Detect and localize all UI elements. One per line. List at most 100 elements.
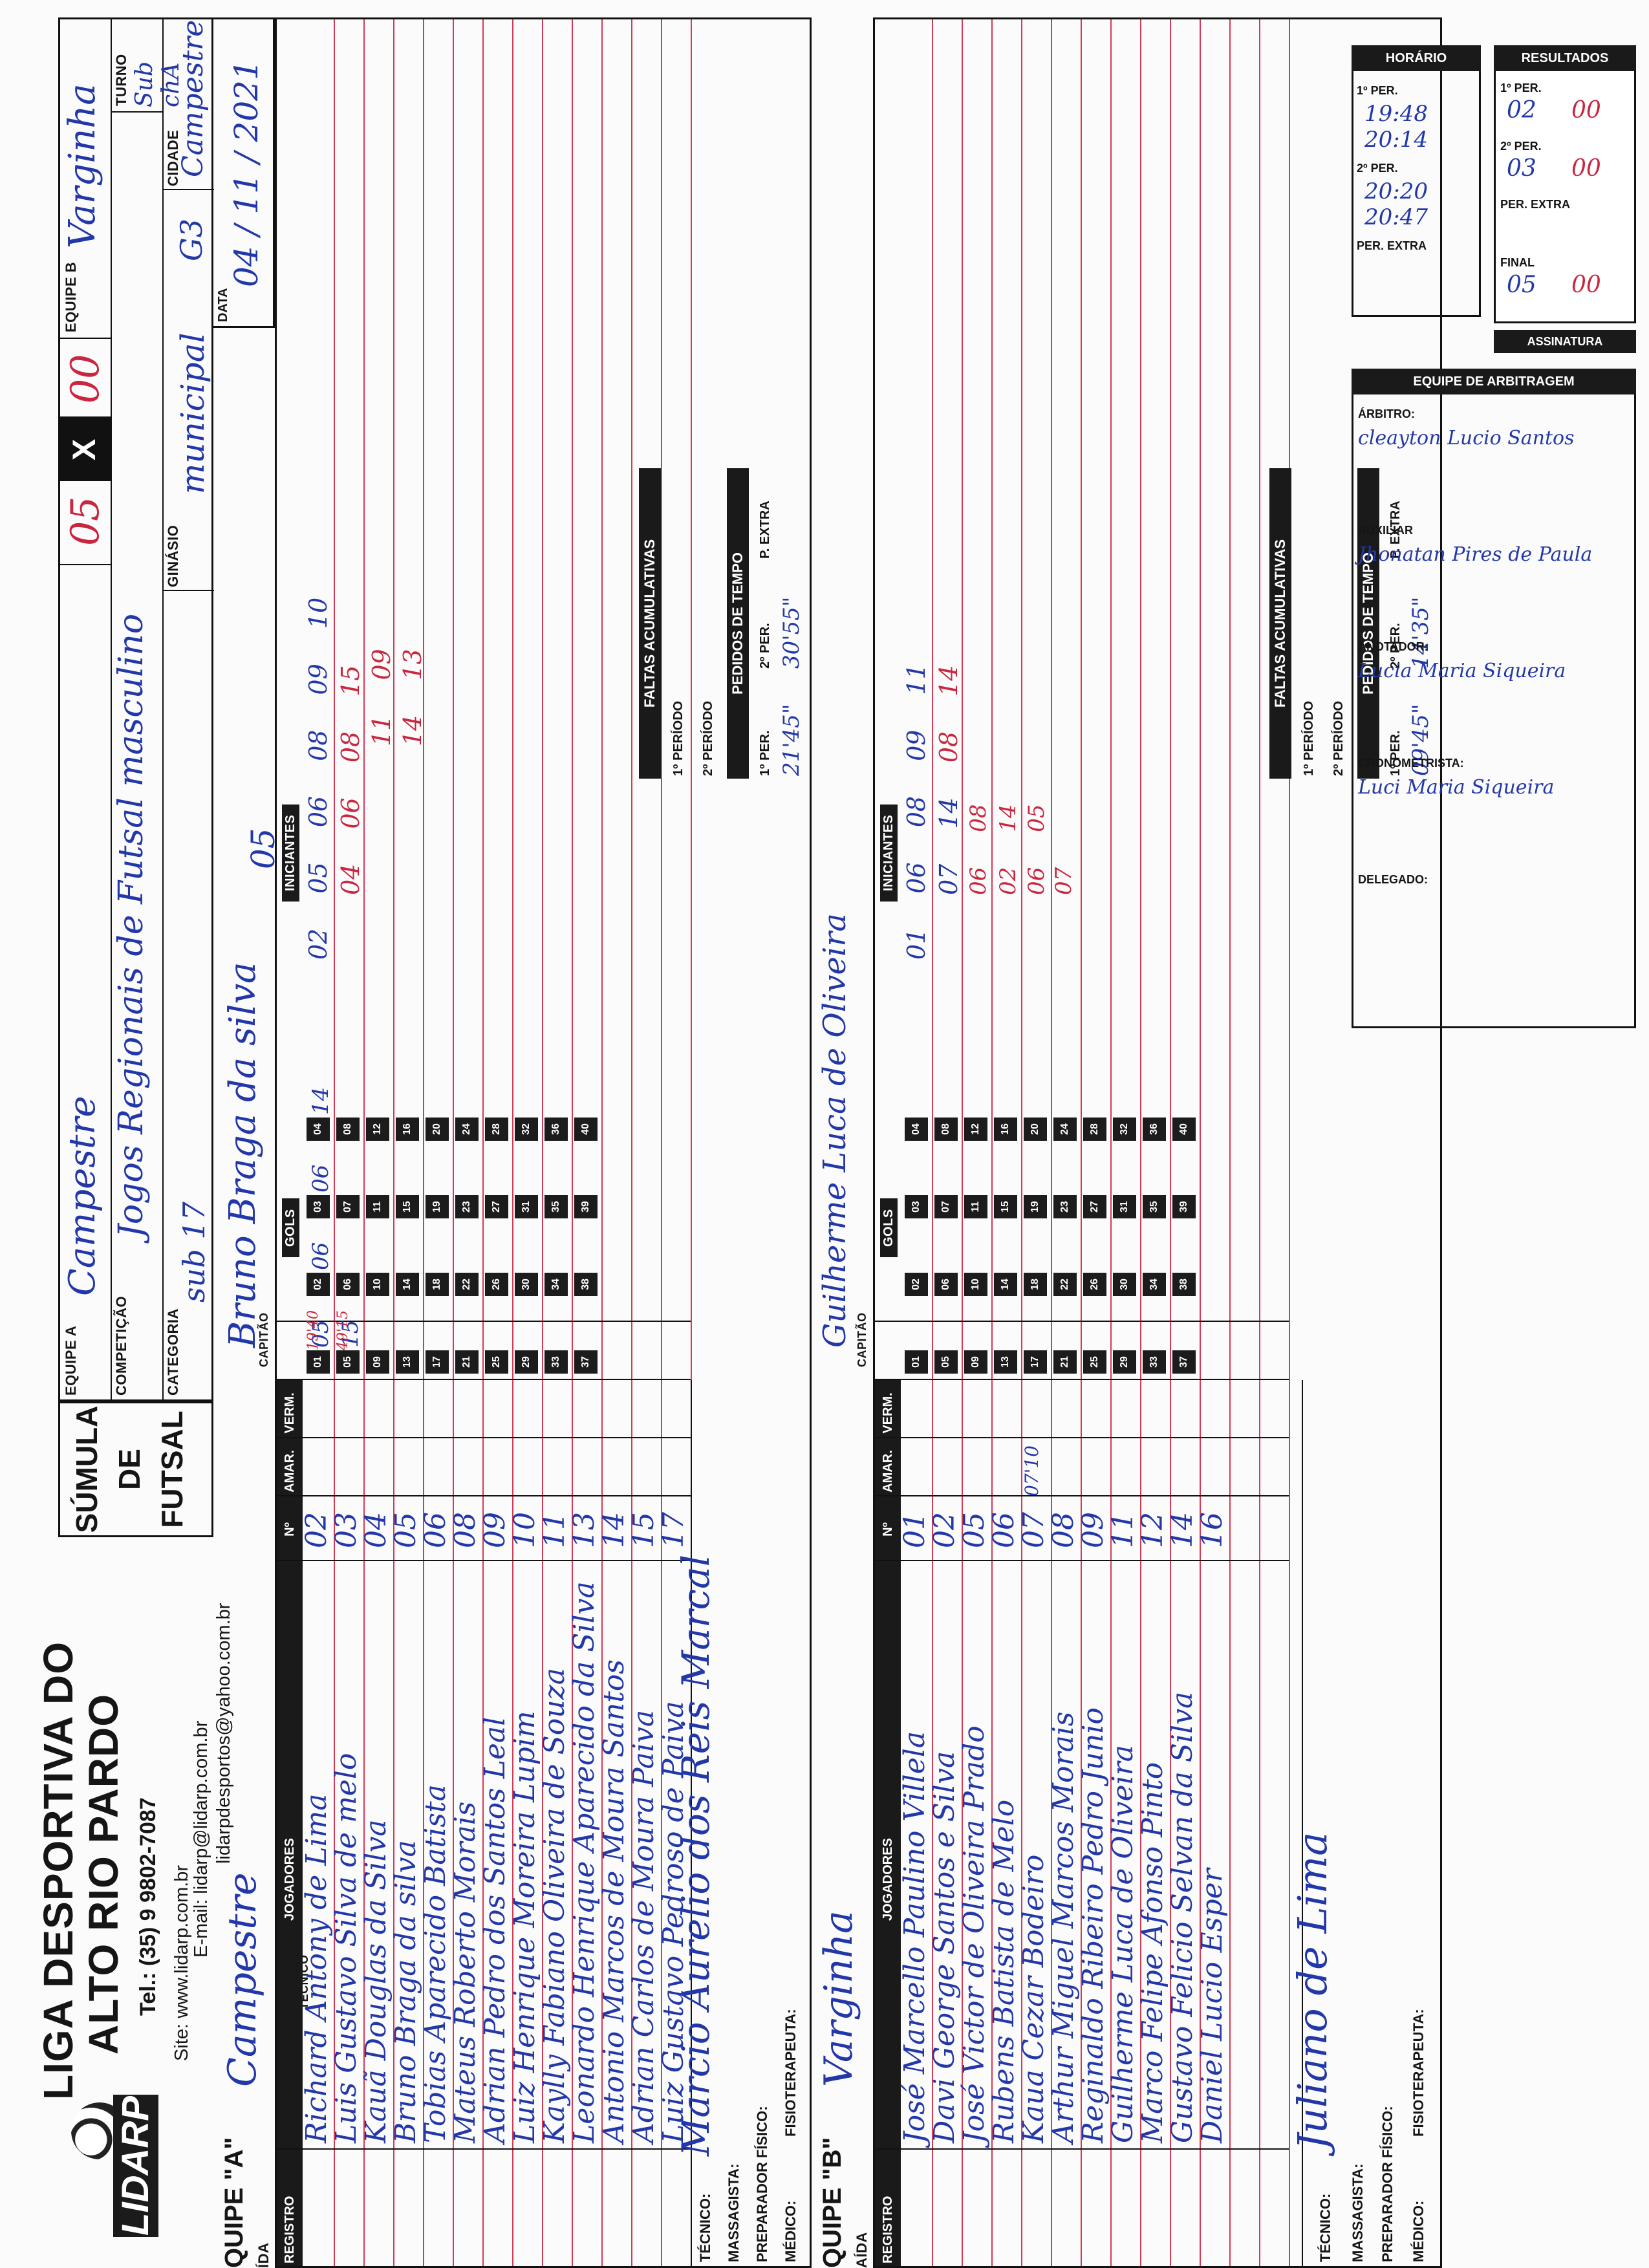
player-number: 11: [538, 1512, 571, 1548]
team-b-capitao-label: CAPITÃO: [856, 1312, 868, 1368]
team-a-label: QUIPE "A": [220, 2137, 248, 2268]
iniciante: 07: [1051, 867, 1077, 895]
player-number: 17: [657, 1512, 690, 1548]
horario-termino: 20:14: [1364, 127, 1428, 153]
goal-number-cell: 18: [426, 1273, 449, 1296]
turno-label: TURNO: [113, 54, 129, 106]
horario-row-label: 2º PER.: [1357, 162, 1398, 175]
iniciante: 08: [934, 731, 963, 763]
arbitro-role: CRONOMETRISTA:: [1358, 757, 1464, 770]
goal-number-cell: 40: [574, 1118, 598, 1141]
goal-number-cell: 27: [485, 1195, 508, 1218]
player-number: 02: [928, 1512, 961, 1548]
player-number: 14: [1166, 1512, 1199, 1548]
logo-text: LIDARP: [113, 2095, 158, 2237]
goal-number-cell: 24: [1053, 1118, 1077, 1141]
amar-col: AMAR.: [282, 1450, 297, 1493]
massagista-label: MASSAGISTA:: [726, 2163, 742, 2262]
goal-number-cell: 05: [934, 1350, 958, 1374]
team-b-iniciantes-row6: 07: [1051, 867, 1077, 895]
goal-number-cell: 38: [1172, 1273, 1196, 1296]
player-name: Marco Felipe Afonso Pinto: [1136, 1762, 1169, 2143]
team-b-header: REGISTRO JOGADORES Nº AMAR. VERM.: [875, 1380, 901, 2266]
player-name: Mateus Roberto Morais: [449, 1801, 482, 2143]
team-b-label: QUIPE "B": [818, 2137, 846, 2268]
resultado-a: 02: [1507, 97, 1536, 124]
team-a-goal-times: 19'40 49'15: [305, 1310, 352, 1350]
goal-number-cell: 02: [905, 1273, 928, 1296]
player-number: 05: [389, 1512, 422, 1548]
team-b-iniciantes-row3: 0608: [965, 804, 991, 895]
goal-number-cell: 01: [905, 1350, 928, 1374]
faltas-p1: 1º PERÍODO: [671, 700, 685, 776]
pedidos-title: PEDIDOS DE TEMPO: [727, 468, 749, 779]
column-divider: [875, 2148, 1289, 2150]
player-number: 15: [627, 1512, 660, 1548]
goal-number-cell: 15: [994, 1195, 1017, 1218]
pedido-time-2: 30'55": [779, 596, 804, 669]
arbitro-role: DELEGADO:: [1358, 873, 1428, 886]
team-a-iniciantes-label: INICIANTES: [282, 804, 299, 902]
goal-number-cell: 21: [1053, 1350, 1077, 1374]
equipe-a-label: EQUIPE A: [63, 1325, 79, 1396]
iniciante: 15: [336, 665, 365, 697]
player-name: Luis Gustavo Silva de melo: [330, 1753, 363, 2143]
team-a-saida: ÍDA: [255, 2242, 272, 2268]
table-row-line: [1229, 19, 1231, 2266]
goal-number-cell: 31: [1113, 1195, 1136, 1218]
goal-number-cell: 25: [485, 1350, 508, 1374]
categoria-value: sub 17: [177, 1202, 211, 1302]
iniciante: 10: [304, 597, 332, 629]
goal-number-cell: 04: [307, 1118, 330, 1141]
column-divider: [277, 1560, 691, 1561]
iniciante: 14: [398, 715, 427, 746]
team-a-capitao-num: 05: [244, 828, 282, 869]
form-title-line1: SÚMULA: [70, 1405, 103, 1533]
resultados-title: RESULTADOS: [1494, 45, 1636, 71]
verm-col: VERM.: [282, 1392, 297, 1434]
goal-number-cell: 04: [905, 1118, 928, 1141]
resultado-label: 1º PER.: [1500, 81, 1542, 94]
league-logo: LIDARP: [36, 2095, 158, 2256]
goal-number-cell: 13: [396, 1350, 419, 1374]
resultado-a: 03: [1507, 155, 1536, 182]
pedido-time-1: 21'45": [779, 704, 804, 776]
arbitro-name: cleayton Lucio Santos: [1358, 427, 1575, 449]
goal-number-cell: 14: [396, 1273, 419, 1296]
team-b-name: Varginha: [816, 1910, 861, 2087]
player-number: 03: [330, 1512, 363, 1548]
equipe-b-value: Varginha: [61, 83, 103, 248]
registro-col: REGISTRO: [880, 2196, 895, 2263]
team-b-iniciantes-row1: 0106080911: [902, 664, 931, 960]
team-b-iniciantes-row5: 0605: [1024, 804, 1050, 895]
goal-number-cell: 29: [515, 1350, 538, 1374]
resultados-box: [1494, 45, 1636, 323]
goal-number-cell: 37: [574, 1350, 598, 1374]
column-divider: [277, 2148, 691, 2150]
league-email-2: lidarpdesportos@yahoo.com.br: [213, 1603, 234, 1864]
goal-number-cell: 02: [307, 1273, 330, 1296]
team-a-staff: TÉCNICO: Marcio Aurelio dos Reis Marcal …: [674, 1380, 813, 2266]
team-a-name: Campestre: [220, 1872, 265, 2087]
goal-number-cell: 07: [336, 1195, 360, 1218]
goal-number-cell: 37: [1172, 1350, 1196, 1374]
goal-number-cell: 03: [307, 1195, 330, 1218]
assinatura-label: ASSINATURA: [1494, 330, 1636, 353]
score-b: 00: [63, 354, 108, 404]
player-number: 06: [987, 1512, 1020, 1548]
resultado-b: 00: [1571, 272, 1601, 298]
player-name: Daniel Lucio Esper: [1196, 1868, 1229, 2143]
goal-number-cell: 15: [396, 1195, 419, 1218]
pedidos-extra: P. EXTRA: [758, 501, 772, 559]
arbitro-role: ANOTADOR:: [1358, 640, 1428, 653]
goal-number-cell: 27: [1083, 1195, 1106, 1218]
goal-number-cell: 34: [544, 1273, 568, 1296]
goal-number-cell: 39: [574, 1195, 598, 1218]
player-number: 06: [419, 1512, 452, 1548]
resultado-label: PER. EXTRA: [1500, 198, 1571, 211]
goal-number-cell: 17: [1024, 1350, 1047, 1374]
arbitro-role: ÁRBITRO:: [1358, 407, 1415, 420]
player-number: 08: [449, 1512, 482, 1548]
player-number: 16: [1196, 1512, 1229, 1548]
resultado-label: 2º PER.: [1500, 140, 1542, 153]
